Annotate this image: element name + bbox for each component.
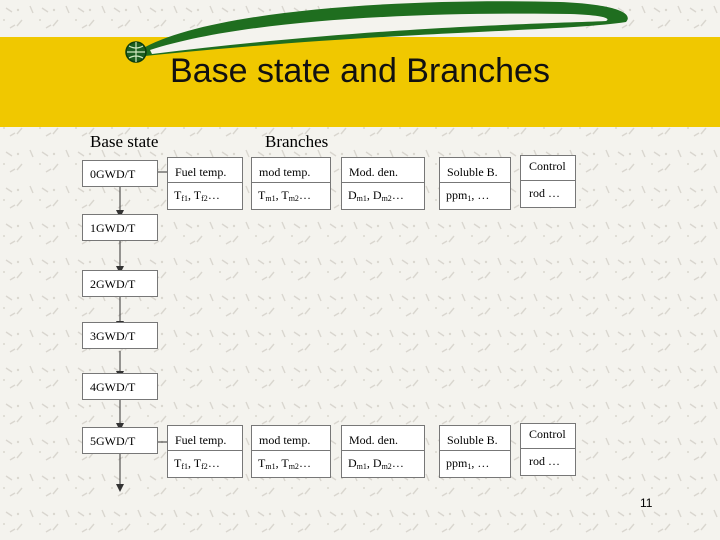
burnup-step-5: 5GWD/T [82, 427, 158, 454]
value-text: … [391, 188, 404, 202]
page-number: 11 [640, 496, 653, 510]
branch-mod-den: Mod. den. [341, 425, 425, 453]
value-text: , T [275, 456, 289, 470]
branch-control: Control [520, 155, 576, 183]
branch-control: Control [520, 423, 576, 451]
value-text: , … [471, 456, 490, 470]
value-text: , D [366, 188, 382, 202]
value-text: , … [471, 188, 490, 202]
value-text: D [348, 188, 357, 202]
branch-fuel-temp-values: Tf1, Tf2… [167, 450, 243, 478]
branch-mod-temp-values: Tm1, Tm2… [251, 450, 331, 478]
branch-fuel-temp: Fuel temp. [167, 425, 243, 453]
value-subscript: m1 [356, 194, 367, 203]
burnup-step-1: 1GWD/T [82, 214, 158, 241]
value-subscript: 1 [467, 194, 472, 203]
branch-fuel-temp-values: Tf1, Tf2… [167, 182, 243, 210]
value-subscript: m2 [381, 194, 392, 203]
value-subscript: m2 [288, 462, 299, 471]
branch-soluble-b: Soluble B. [439, 425, 511, 453]
value-text: , T [275, 188, 289, 202]
value-subscript: m1 [356, 462, 367, 471]
burnup-step-3: 3GWD/T [82, 322, 158, 349]
branch-fuel-temp: Fuel temp. [167, 157, 243, 185]
value-text: T [174, 456, 182, 470]
value-text: T [258, 188, 266, 202]
value-text: … [298, 456, 311, 470]
branch-mod-temp: mod temp. [251, 425, 331, 453]
globe-icon [125, 41, 147, 63]
value-text: T [174, 188, 182, 202]
branch-mod-den-values: Dm1, Dm2… [341, 182, 425, 210]
base-state-header: Base state [90, 132, 159, 151]
swoosh-decoration [140, 1, 628, 56]
branches-header: Branches [265, 132, 329, 151]
branch-soluble-b-values: ppm1, … [439, 450, 511, 478]
value-text: D [348, 456, 357, 470]
value-subscript: m2 [288, 194, 299, 203]
value-text: … [207, 456, 220, 470]
value-subscript: f1 [181, 462, 189, 471]
branch-control-values: rod … [520, 448, 576, 476]
value-subscript: f2 [201, 462, 208, 471]
branch-mod-temp-values: Tm1, Tm2… [251, 182, 331, 210]
value-text: ppm [446, 188, 468, 202]
value-text: , T [188, 456, 202, 470]
value-text: rod … [529, 454, 560, 468]
branch-mod-den-values: Dm1, Dm2… [341, 450, 425, 478]
page-title: Base state and Branches [170, 52, 550, 90]
value-text: … [391, 456, 404, 470]
value-subscript: m1 [265, 462, 276, 471]
branch-soluble-b-values: ppm1, … [439, 182, 511, 210]
branch-mod-temp: mod temp. [251, 157, 331, 185]
branch-control-values: rod … [520, 180, 576, 208]
branch-mod-den: Mod. den. [341, 157, 425, 185]
value-subscript: m2 [381, 462, 392, 471]
burnup-step-0: 0GWD/T [82, 160, 158, 187]
value-subscript: m1 [265, 194, 276, 203]
value-subscript: f1 [181, 194, 189, 203]
value-text: T [258, 456, 266, 470]
value-text: , D [366, 456, 382, 470]
value-text: , T [188, 188, 202, 202]
value-text: … [298, 188, 311, 202]
value-text: rod … [529, 186, 560, 200]
title-band [0, 37, 720, 127]
burnup-step-2: 2GWD/T [82, 270, 158, 297]
value-text: … [207, 188, 220, 202]
burnup-step-4: 4GWD/T [82, 373, 158, 400]
value-subscript: f2 [201, 194, 208, 203]
value-text: ppm [446, 456, 468, 470]
value-subscript: 1 [467, 462, 472, 471]
branch-soluble-b: Soluble B. [439, 157, 511, 185]
